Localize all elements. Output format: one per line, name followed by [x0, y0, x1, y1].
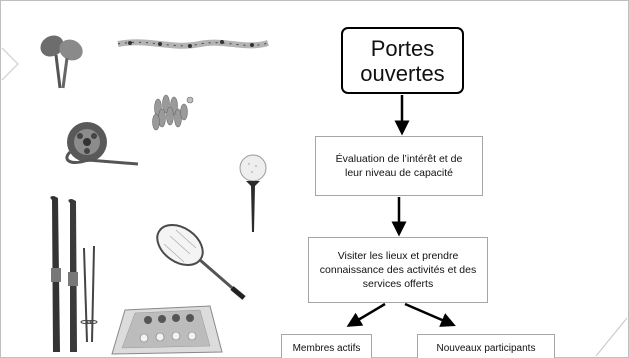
checkers-board-icon — [111, 305, 223, 355]
film-reel-icon — [65, 122, 139, 166]
music-notes-icon — [117, 39, 269, 49]
maracas-icon — [40, 35, 83, 89]
arrow-step2-to-membres — [346, 302, 386, 327]
outcome-nouveaux-text: Nouveaux participants — [436, 343, 536, 354]
step-visit-box: Visiter les lieux et prendre connaissanc… — [308, 237, 488, 303]
step-evaluation-text: Évaluation de l’intérêt et de leur nivea… — [335, 153, 463, 179]
bowling-pins-icon — [152, 94, 194, 131]
title-box: Portes ouvertes — [341, 27, 464, 94]
step-evaluation-box: Évaluation de l’intérêt et de leur nivea… — [315, 136, 483, 196]
step-visit-text: Visiter les lieux et prendre connaissanc… — [319, 250, 477, 290]
illustrations — [40, 35, 269, 355]
title-text: Portes ouvertes — [360, 35, 445, 86]
arrow-step2-to-nouveaux — [404, 302, 456, 327]
ski-poles-icon — [80, 245, 98, 343]
golf-ball-on-tee-icon — [239, 154, 267, 232]
outcome-membres-text: Membres actifs — [292, 343, 361, 354]
outcome-nouveaux-box: Nouveaux participants — [417, 334, 555, 358]
skis-icon — [50, 196, 78, 352]
outcome-membres-box: Membres actifs — [281, 334, 372, 358]
badminton-racket-icon — [156, 224, 246, 300]
